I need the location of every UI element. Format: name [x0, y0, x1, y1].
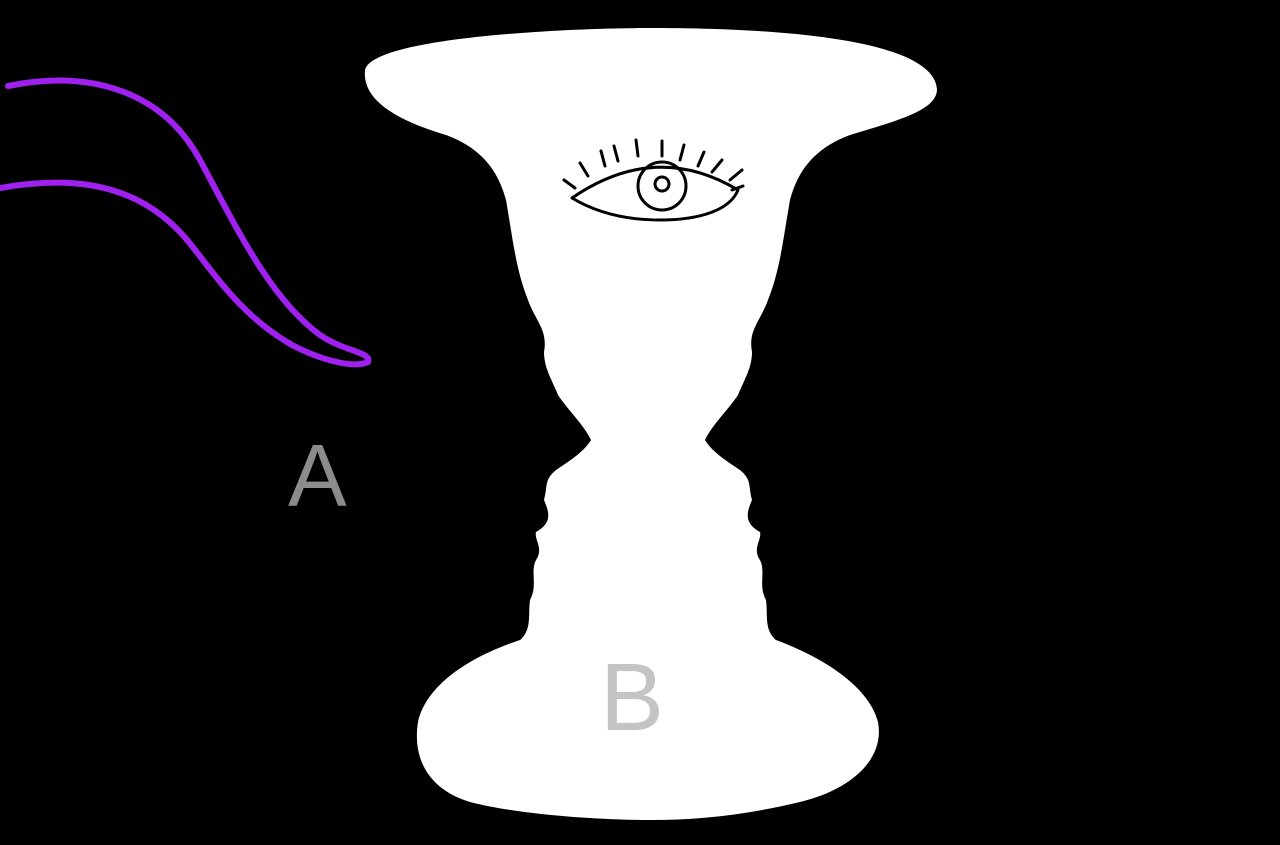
vase-silhouette	[364, 28, 937, 820]
eye-iris	[636, 160, 688, 212]
eyelashes	[562, 138, 745, 192]
eye-icon	[562, 138, 745, 222]
eye-outline	[570, 165, 740, 222]
label-b: B	[600, 644, 665, 751]
tongue-outline	[0, 77, 372, 368]
label-a: A	[288, 426, 347, 525]
eye-pupil	[653, 175, 671, 193]
